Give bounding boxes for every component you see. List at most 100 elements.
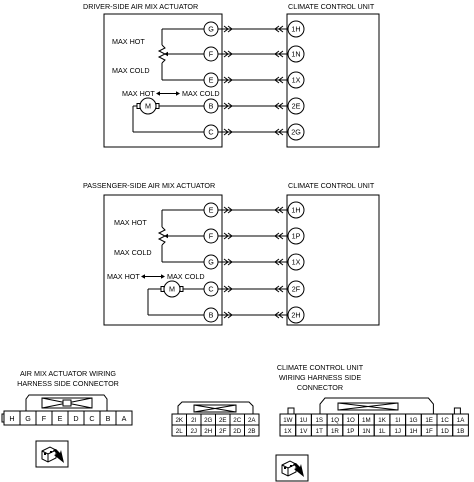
connector-cell-label: 1B <box>457 428 465 435</box>
connector-cell-label: H <box>9 414 14 423</box>
connector-cell-label: B <box>106 414 111 423</box>
connector-chevron <box>227 25 233 33</box>
connector-chevron <box>227 232 233 240</box>
actuator-pin-label: C <box>208 128 213 137</box>
connector-chevron <box>274 25 280 33</box>
actuator-pin-label: E <box>209 76 214 85</box>
connector-chevron <box>227 311 233 319</box>
unit-pin <box>287 253 305 271</box>
icon-pin <box>290 465 292 467</box>
connector-chevron <box>227 206 233 214</box>
connector-cell-label: D <box>73 414 78 423</box>
connector-chevron <box>274 258 280 266</box>
unit-pin-label: 1X <box>292 76 301 85</box>
actuator-title: DRIVER-SIDE AIR MIX ACTUATOR <box>83 2 198 11</box>
connector-chevron <box>274 128 280 136</box>
latch-cross <box>337 402 399 411</box>
unit-pin-label: 1H <box>291 206 300 215</box>
actuator-connector-title: HARNESS SIDE CONNECTOR <box>17 379 119 388</box>
max-cold-label: MAX COLD <box>114 248 152 257</box>
connector-cell-label: 1P <box>347 428 355 435</box>
control-unit-box <box>286 194 380 326</box>
max-hot-label: MAX HOT <box>114 218 147 227</box>
connector-chevron <box>227 285 233 293</box>
unit-pin <box>287 71 305 89</box>
connector-cell-label: A <box>122 414 127 423</box>
arrow-head <box>164 51 168 57</box>
connector-cell-label: E <box>58 414 63 423</box>
icon-frame <box>35 440 69 468</box>
connector-cell-label: 1K <box>378 417 386 424</box>
connector-cell-label: F <box>42 414 47 423</box>
connector-chevron <box>223 128 229 136</box>
arrow-head <box>161 274 165 279</box>
connector-cell-label: 1A <box>457 417 465 424</box>
connector-cell-label: 2H <box>204 428 212 435</box>
unit-pin <box>287 123 305 141</box>
connector-cell-label: 2E <box>219 417 227 424</box>
connector-chevron <box>274 50 280 58</box>
max-cold-label: MAX COLD <box>112 66 150 75</box>
connector-chevron <box>274 102 280 110</box>
connector-housing <box>177 401 254 414</box>
connector-cell-label: 1E <box>425 417 433 424</box>
arrow-head <box>176 91 180 96</box>
connector-cell-label: 1F <box>426 428 433 435</box>
connector-chevron <box>274 206 280 214</box>
unit-pin <box>287 227 305 245</box>
connector-housing <box>319 397 434 414</box>
connector-cell-label: 1O <box>347 417 355 424</box>
unit-pin-label: 2F <box>292 285 301 294</box>
connector-housing <box>25 394 108 411</box>
icon-pin <box>44 453 46 455</box>
icon-connector-shape <box>281 460 297 477</box>
connector-chevron <box>223 285 229 293</box>
connector-cell-label: 2I <box>191 417 196 424</box>
icon-arrow <box>53 449 64 463</box>
max-hot-label: MAX HOT <box>112 37 145 46</box>
connector-chevron <box>223 25 229 33</box>
actuator-pin-label: B <box>209 311 214 320</box>
connector-chevron <box>278 25 284 33</box>
connector-chevron <box>223 311 229 319</box>
unit-pin <box>287 201 305 219</box>
icon-line <box>41 450 49 455</box>
connector-chevron <box>278 128 284 136</box>
connector-chevron <box>278 102 284 110</box>
connector-cell-label: 1Q <box>331 417 339 424</box>
connector-cell-label: 1D <box>441 428 449 435</box>
actuator-title: PASSENGER-SIDE AIR MIX ACTUATOR <box>83 181 215 190</box>
unit-pin-label: 2G <box>291 128 301 137</box>
connector-cell-label: 2F <box>219 428 226 435</box>
unit-pin <box>287 306 305 324</box>
connector-chevron <box>223 206 229 214</box>
icon-pin <box>50 451 52 453</box>
motor-max-cold-label: MAX COLD <box>167 272 205 281</box>
actuator-box <box>103 194 223 326</box>
connector-cell-label: 1I <box>395 417 400 424</box>
motor-brush <box>160 286 165 292</box>
connector-cell-label: 2K <box>175 417 183 424</box>
motor-brush <box>136 103 141 109</box>
connector-latch <box>41 397 93 409</box>
connector-chevron <box>223 50 229 58</box>
motor-brush <box>155 103 160 109</box>
connector-chevron <box>278 76 284 84</box>
connector-cell-label: 1W <box>283 417 292 424</box>
connector-cell-label: 1R <box>331 428 339 435</box>
motor-label: M <box>169 285 175 294</box>
motor-label: M <box>145 102 151 111</box>
connector-cell-label: 1X <box>284 428 292 435</box>
connector-chevron <box>274 311 280 319</box>
connector-cell-label: 2A <box>248 417 256 424</box>
connector-chevron <box>227 128 233 136</box>
connector-cell-label: 1T <box>316 428 323 435</box>
connector-chevron <box>223 76 229 84</box>
unit-title: CLIMATE CONTROL UNIT <box>288 181 375 190</box>
connector-cell-label: 1S <box>315 417 323 424</box>
connector-side-tab <box>1 413 5 423</box>
connector-side-tab <box>287 407 295 415</box>
